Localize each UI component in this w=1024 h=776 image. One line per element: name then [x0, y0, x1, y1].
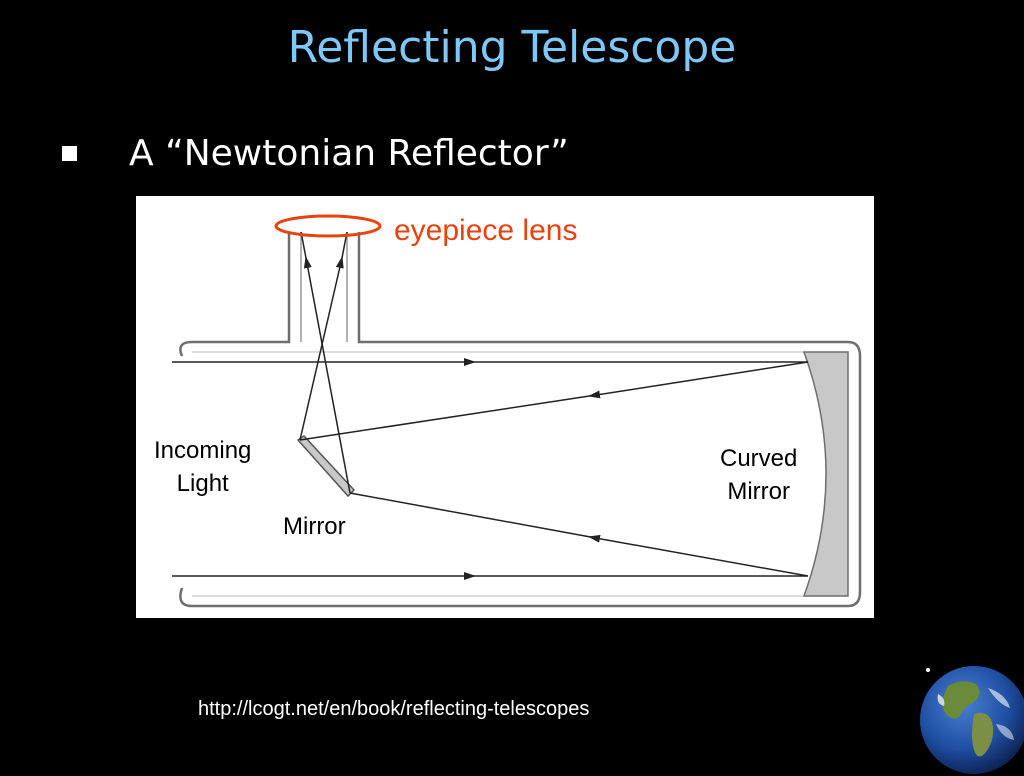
bullet-text: A “Newtonian Reflector” [129, 132, 569, 174]
mirror-label: Mirror [283, 513, 346, 540]
curved-mirror-label-line1: Curved [720, 445, 798, 472]
tube-top-wall [179, 232, 862, 357]
incoming-light-label: Incoming Light [154, 434, 251, 500]
source-url[interactable]: http://lcogt.net/en/book/reflecting-tele… [198, 698, 590, 720]
tube-eyepiece-inner [300, 232, 348, 342]
reflected-ray-top [588, 361, 809, 399]
curved-mirror-shape [802, 351, 849, 597]
tube-inner-lines [192, 351, 848, 597]
curved-mirror-label-line2: Mirror [727, 478, 791, 505]
slide-title: Reflecting Telescope [287, 22, 737, 73]
incoming-light-label-line1: Incoming [154, 437, 252, 464]
bullet-item: A “Newtonian Reflector” [62, 128, 569, 178]
tube-bottom-wall [179, 356, 862, 608]
eyepiece-ray-right [299, 256, 344, 441]
eyepiece-lens-highlight [274, 214, 382, 238]
earth-globe-icon [920, 666, 1024, 774]
incoming-light-label-line2: Light [176, 470, 229, 497]
telescope-diagram: eyepiece lens Incoming Light Mirror Curv… [136, 196, 874, 618]
bullet-square-icon [62, 145, 77, 161]
eyepiece-ray-left [303, 256, 351, 494]
diagonal-mirror-shape [296, 435, 356, 498]
curved-mirror-label: Curved Mirror [720, 442, 797, 508]
telescope-drawing [172, 214, 862, 608]
eyepiece-lens-label: eyepiece lens [394, 214, 578, 247]
reflected-ray-bottom [588, 534, 809, 577]
